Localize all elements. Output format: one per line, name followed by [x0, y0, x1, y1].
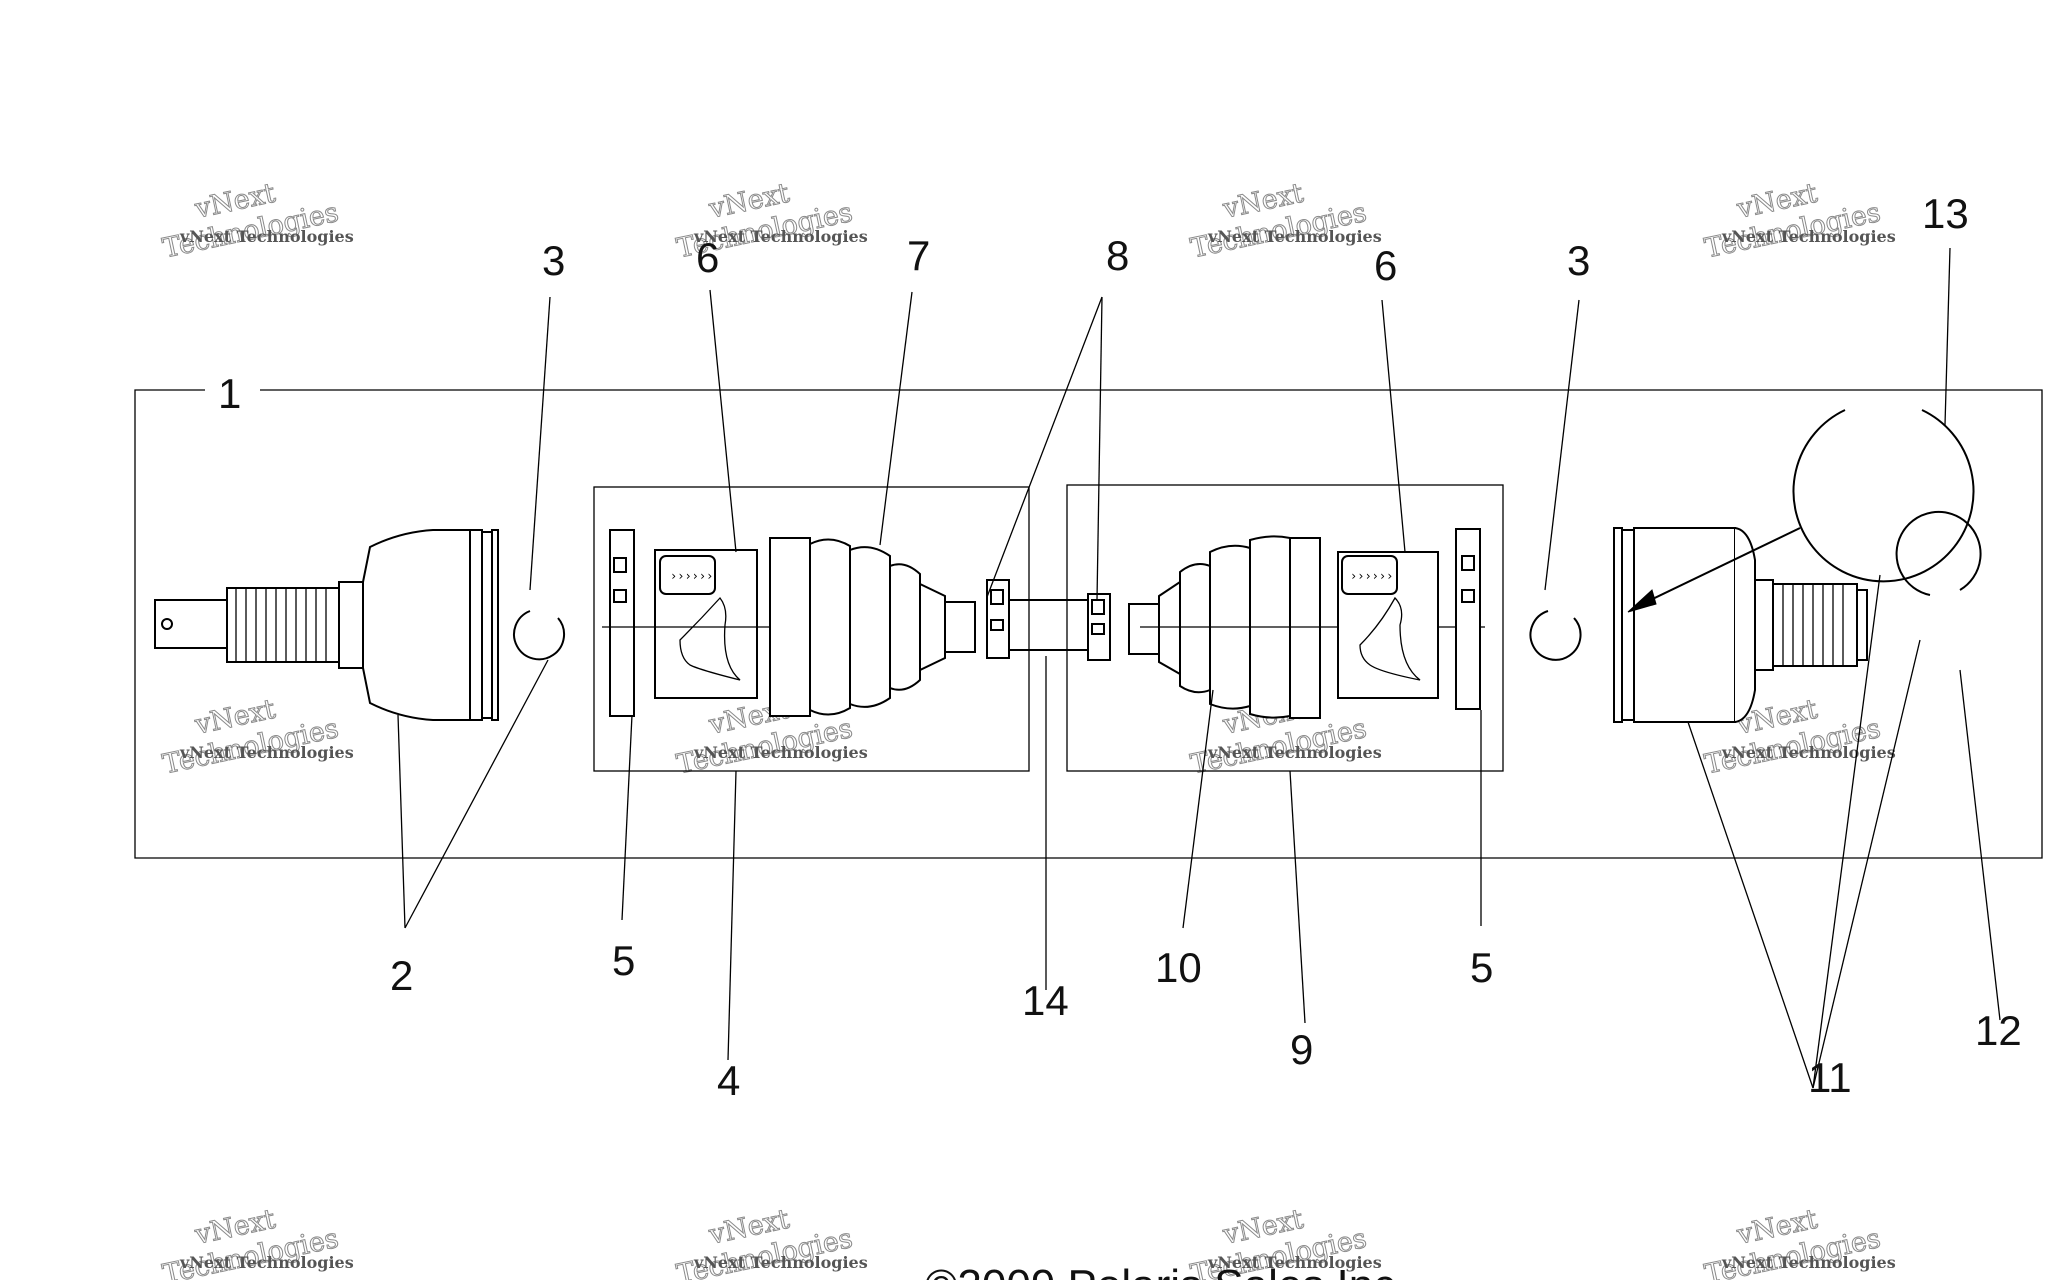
- watermark: vNext Technologies vNext Technologies: [1188, 177, 1382, 265]
- svg-text:vNext Technologies: vNext Technologies: [1721, 227, 1896, 246]
- callout-8: 8: [1106, 232, 1129, 279]
- callout-3: 3: [542, 237, 565, 284]
- svg-text:vNext Technologies: vNext Technologies: [693, 743, 868, 762]
- callout-6: 6: [696, 234, 719, 281]
- callout-13: 13: [1922, 190, 1969, 237]
- svg-text:vNext Technologies: vNext Technologies: [1721, 1253, 1896, 1272]
- svg-text:››››››: ››››››: [670, 569, 713, 583]
- svg-text:vNext Technologies: vNext Technologies: [693, 227, 868, 246]
- watermark: vNext Technologies vNext Technologies: [160, 1203, 354, 1280]
- callout-3: 3: [1567, 237, 1590, 284]
- callout-14: 14: [1022, 977, 1069, 1024]
- copyright-notice: ©2009 Polaris Sales Inc.: [925, 1261, 1407, 1280]
- svg-text:vNext Technologies: vNext Technologies: [693, 1253, 868, 1272]
- cv-boot-left: [769, 537, 976, 717]
- watermark: vNext Technologies vNext Technologies: [674, 1203, 868, 1280]
- large-retaining-ring: [1792, 409, 1975, 583]
- boot-kit-box-left: [593, 486, 1030, 772]
- boot-clamp-right: [1455, 528, 1481, 710]
- svg-text:vNext Technologies: vNext Technologies: [1207, 227, 1382, 246]
- callout-2: 2: [390, 952, 413, 999]
- callout-12: 12: [1975, 1007, 2022, 1054]
- svg-text:››››››: ››››››: [1350, 569, 1393, 583]
- inner-clamp-left: [986, 579, 1010, 659]
- watermark: vNext Technologies vNext Technologies: [160, 177, 354, 265]
- callout-9: 9: [1290, 1026, 1313, 1073]
- svg-text:vNext Technologies: vNext Technologies: [179, 227, 354, 246]
- boot-kit-box-right: [1066, 484, 1504, 772]
- circlip-right: [1529, 610, 1582, 661]
- callout-6: 6: [1374, 242, 1397, 289]
- boot-clamp-left: [609, 529, 635, 717]
- callout-10: 10: [1155, 944, 1202, 991]
- outer-cv-joint: [154, 529, 499, 721]
- svg-text:vNext Technologies: vNext Technologies: [1721, 743, 1896, 762]
- svg-text:vNext Technologies: vNext Technologies: [1207, 1253, 1382, 1272]
- axle-shaft: [1009, 599, 1088, 651]
- leader-lines: [397, 247, 2001, 1089]
- svg-text:vNext Technologies: vNext Technologies: [1207, 743, 1382, 762]
- inner-clamp-right: [1087, 593, 1111, 661]
- watermark: vNext Technologies vNext Technologies: [1702, 177, 1896, 265]
- callout-5: 5: [612, 937, 635, 984]
- callout-1: 1: [218, 370, 241, 417]
- callout-11: 11: [1808, 1054, 1852, 1101]
- callouts: 1 2 3 3 4 5 5 6 6 7 8 9 10 11 12 13 14: [218, 190, 2022, 1104]
- svg-text:vNext Technologies: vNext Technologies: [179, 743, 354, 762]
- grease-pack-left: ››››››: [654, 549, 758, 699]
- watermark: vNext Technologies vNext Technologies: [160, 693, 354, 781]
- circlip-left: [513, 610, 566, 661]
- assembly-outline: [134, 389, 2043, 859]
- callout-5: 5: [1470, 944, 1493, 991]
- install-arrow: [1627, 527, 1801, 613]
- callout-4: 4: [717, 1057, 740, 1104]
- svg-text:vNext Technologies: vNext Technologies: [179, 1253, 354, 1272]
- watermark: vNext Technologies vNext Technologies: [1702, 1203, 1896, 1280]
- small-retaining-ring: [1895, 510, 1982, 596]
- inner-cv-joint: [1613, 527, 1868, 723]
- callout-7: 7: [907, 232, 930, 279]
- grease-pack-right: ››››››: [1337, 551, 1439, 699]
